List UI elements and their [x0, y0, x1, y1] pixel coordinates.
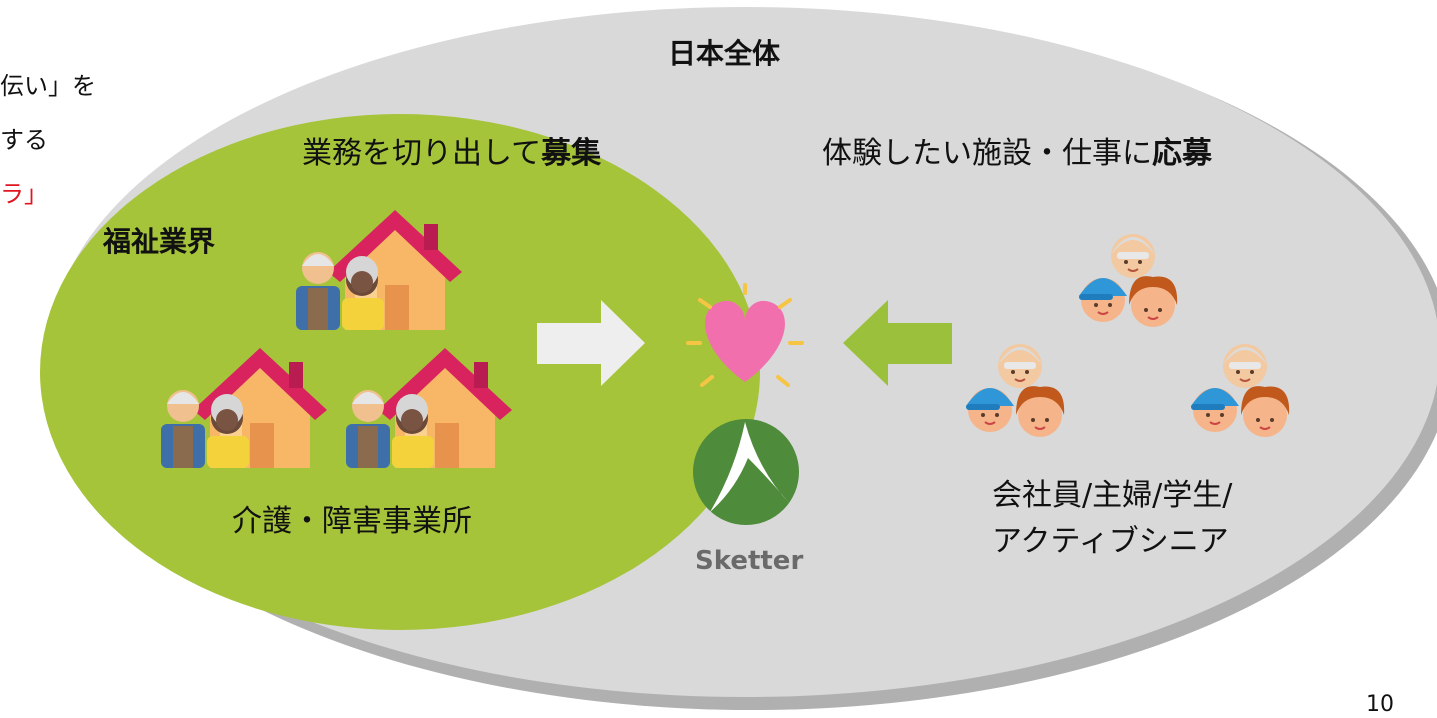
sketter-logo-icon — [693, 419, 799, 525]
people-label-line2: アクティブシニア — [992, 524, 1229, 559]
apply-caption-prefix: 体験したい施設・仕事に — [822, 136, 1152, 171]
apply-caption: 体験したい施設・仕事に応募 — [822, 136, 1212, 172]
inner-label: 福祉業界 — [103, 225, 216, 258]
recruit-caption-bold: 募集 — [541, 136, 602, 171]
heart-icon — [686, 283, 804, 387]
arrow-left-icon — [843, 300, 952, 386]
recruit-caption-prefix: 業務を切り出して — [302, 136, 542, 171]
page-number: 10 — [1366, 692, 1394, 717]
left-text-line2: する — [0, 126, 48, 154]
left-text-line3: ラ」 — [0, 180, 48, 208]
recruit-caption: 業務を切り出して募集 — [302, 136, 601, 172]
outer-label: 日本全体 — [668, 37, 781, 70]
left-text-line1: 伝い」を — [0, 72, 96, 100]
arrow-right-icon — [537, 300, 645, 386]
apply-caption-bold: 応募 — [1152, 136, 1212, 171]
people-label-line1: 会社員/主婦/学生/ — [992, 478, 1233, 513]
inner-ellipse-welfare — [40, 114, 760, 630]
sketter-logo-text: Sketter — [695, 546, 804, 576]
facilities-label: 介護・障害事業所 — [232, 504, 472, 539]
